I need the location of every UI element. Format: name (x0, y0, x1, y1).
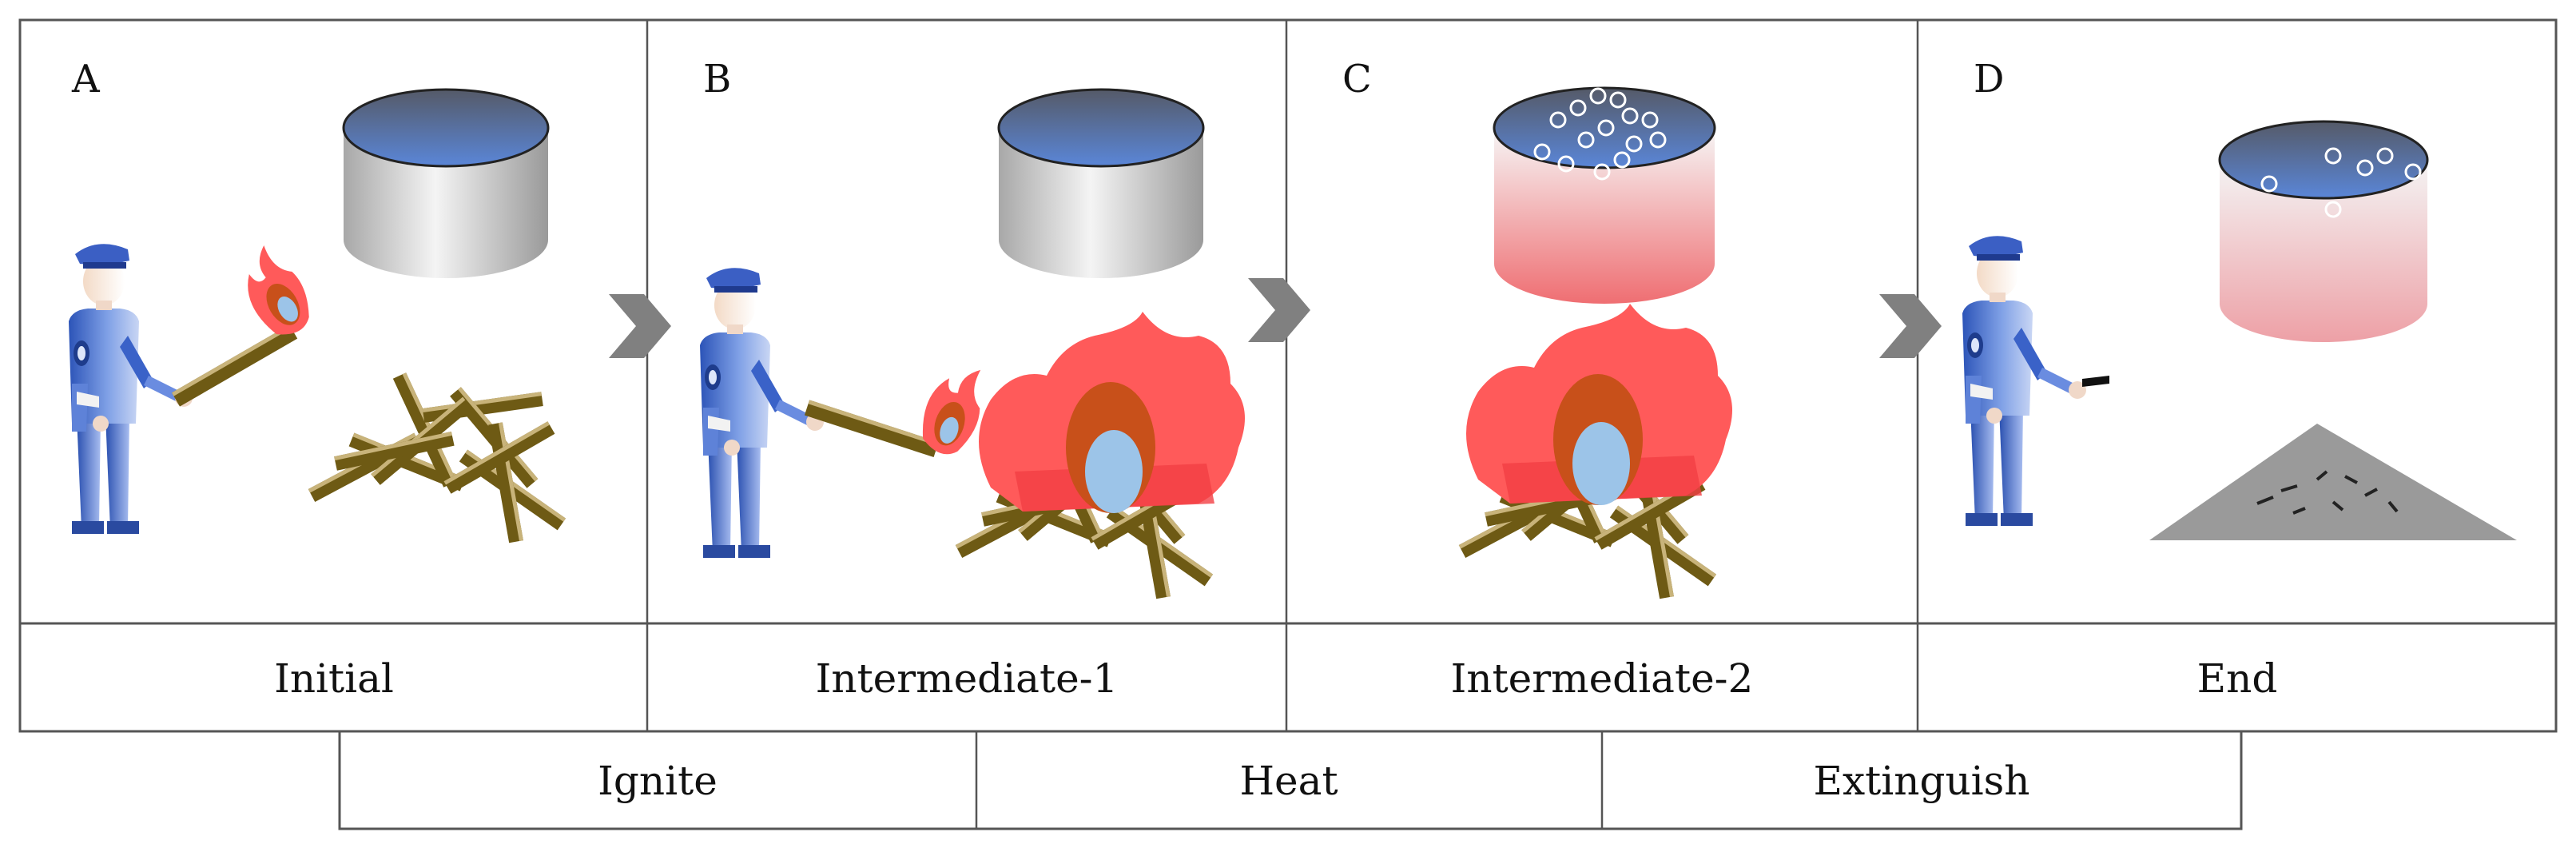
fire-icon (1466, 304, 1732, 505)
panel-d (1962, 120, 2517, 540)
action-label-ignite: Ignite (598, 758, 718, 804)
stage-label-intermediate-1: Intermediate-1 (816, 655, 1119, 702)
panel-letter-d: D (1974, 57, 2004, 102)
panel-letter-c: C (1342, 57, 1372, 102)
stage-label-initial: Initial (274, 655, 394, 702)
torch-icon (804, 322, 993, 467)
bubble-icon (2260, 147, 2422, 218)
vessel-icon (1493, 86, 1716, 304)
wood-pile-icon (308, 372, 566, 543)
stage-label-end: End (2197, 655, 2278, 702)
panel-c (1459, 86, 1732, 599)
vessel-icon (997, 88, 1205, 278)
panel-letter-b: B (703, 57, 731, 102)
action-label-heat: Heat (1239, 758, 1338, 804)
action-label-extinguish: Extinguish (1813, 758, 2029, 804)
chevron-right-icon (1879, 294, 1942, 358)
extinguished-torch-icon (2082, 376, 2109, 387)
chevron-right-icon (1248, 278, 1310, 342)
bubble-icon (1533, 87, 1667, 181)
person-icon (1962, 236, 2086, 526)
chevron-right-icon (609, 294, 671, 358)
fire-icon (979, 312, 1245, 513)
action-frame (338, 730, 2243, 830)
stage-label-intermediate-2: Intermediate-2 (1451, 655, 1754, 702)
vessel-icon (342, 88, 550, 278)
panel-a (69, 88, 566, 543)
ash-pile-icon (2149, 424, 2517, 540)
vessel-icon (2218, 120, 2429, 342)
panel-letter-a: A (71, 57, 101, 102)
person-icon (69, 244, 193, 534)
panel-b (700, 88, 1245, 599)
person-icon (700, 268, 824, 558)
